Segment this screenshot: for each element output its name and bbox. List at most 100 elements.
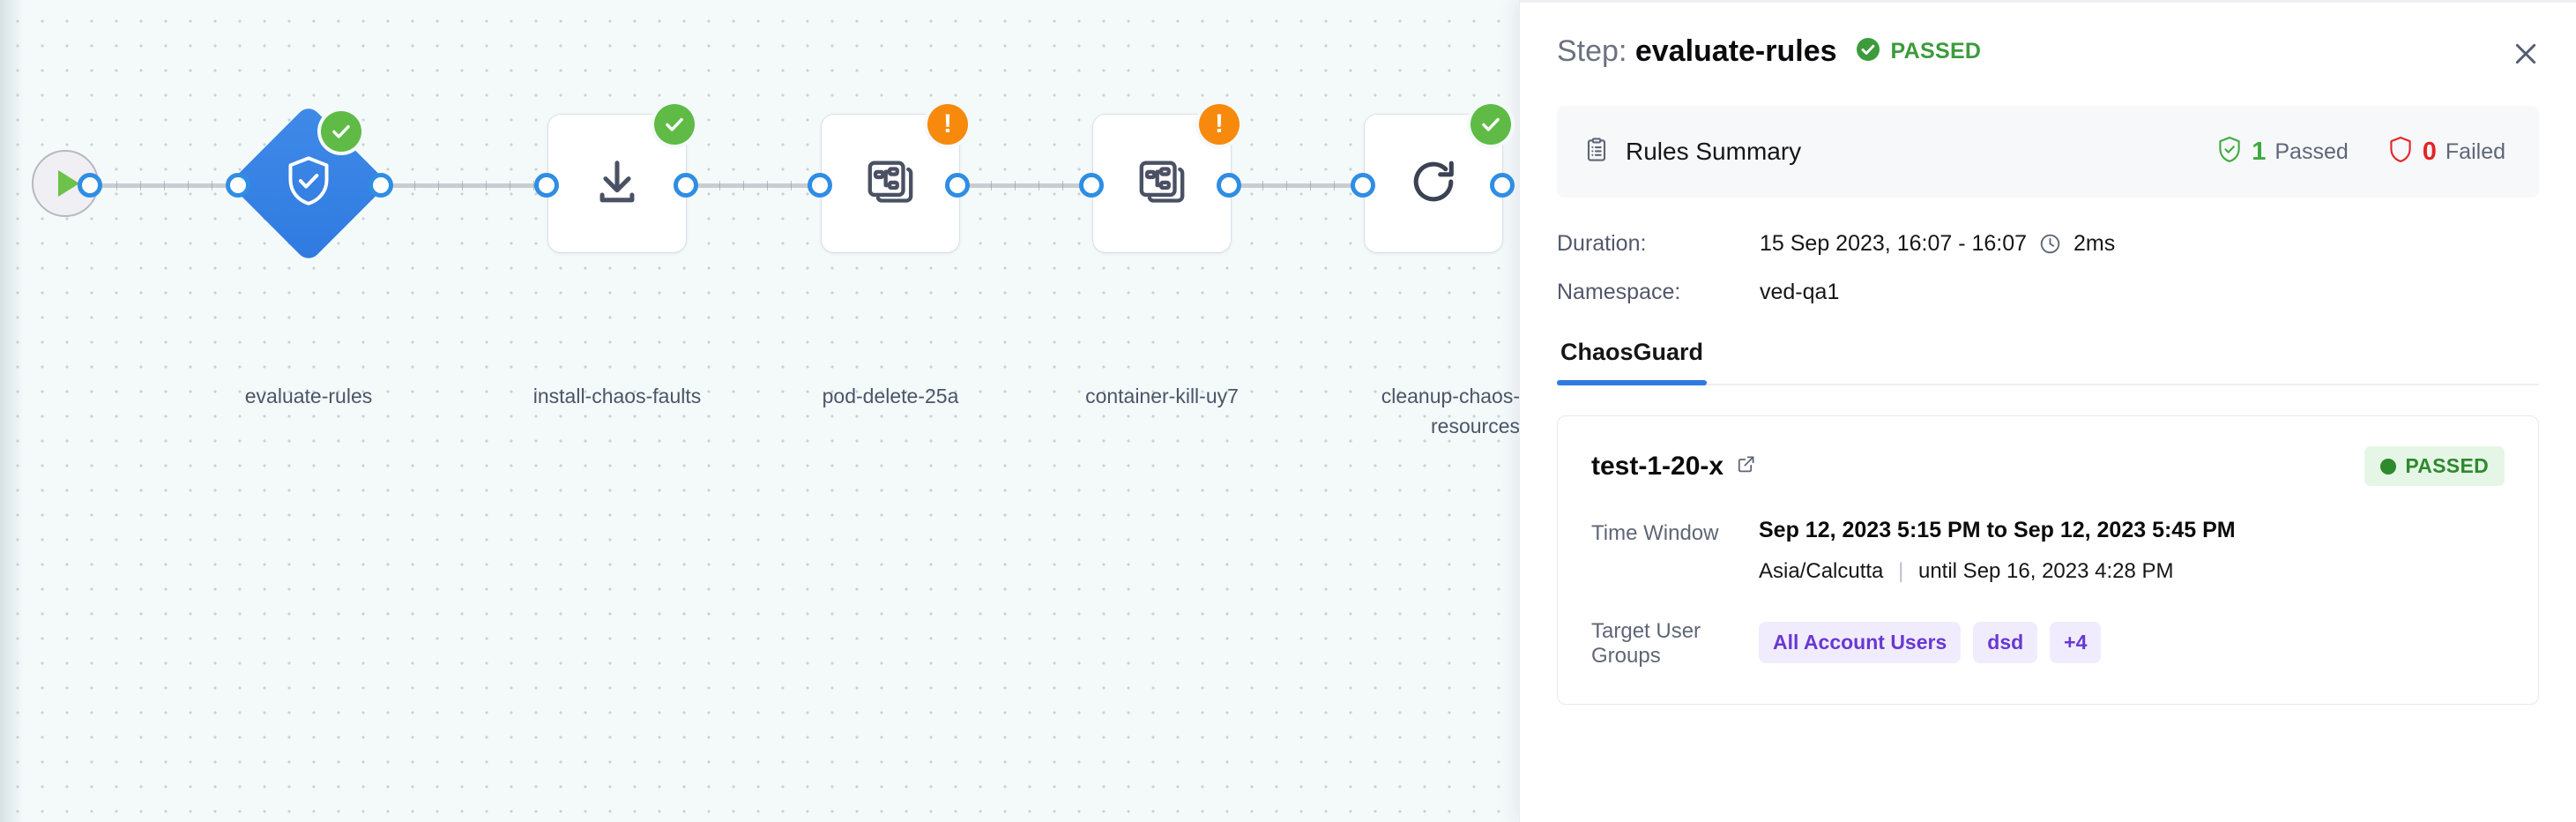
shield-check-icon [2216,136,2243,168]
tab-chaosguard[interactable]: ChaosGuard [1557,332,1708,385]
rules-summary-counts: 1 Passed 0 Failed [2216,136,2513,168]
meta-value: ved-qa1 [1760,280,1840,304]
connector-port[interactable] [1079,173,1104,198]
node-box: ! [822,104,968,252]
clock-icon [2039,233,2061,255]
chip-overflow[interactable]: +4 [2050,621,2102,663]
pipeline-node-install-chaos-faults[interactable]: install-chaos-faults [533,104,701,407]
rule-row-target-user-groups: Target User Groups All Account Users dsd… [1591,616,2505,669]
node-diamond-shape-wrap [228,103,389,264]
rule-status-text: PASSED [2405,454,2489,477]
connector-port[interactable] [1217,173,1241,198]
chip[interactable]: dsd [1973,621,2038,663]
rules-failed-group: 0 Failed [2387,136,2505,168]
meta-key: Namespace: [1557,280,1681,304]
clipboard-list-icon [1583,137,1610,168]
panel-header: Step: evaluate-rules PASSED [1557,0,2539,95]
rules-passed-count: 1 [2252,137,2267,166]
time-window-sub: Asia/Calcutta | until Sep 16, 2023 4:28 … [1759,559,2236,584]
connector-port[interactable] [808,173,832,198]
pipeline-node-pod-delete-25a[interactable]: ! pod-delete-25a [822,104,968,407]
connector-ticks [93,181,257,191]
duration-range-text: 15 Sep 2023, 16:07 - 16:07 [1760,231,2028,256]
connector-port[interactable] [1351,173,1375,198]
close-icon [2511,39,2541,73]
rule-name[interactable]: test-1-20-x [1591,452,1757,482]
shield-outline-icon [2387,136,2414,168]
connector-port[interactable] [369,173,393,198]
node-label: cleanup-chaos-resources [1381,385,1519,437]
connector-port[interactable] [78,173,102,198]
status-dot-icon [2380,458,2397,475]
meta-key: Duration: [1557,231,1647,256]
download-icon [592,156,643,212]
connector-ticks [696,181,838,191]
node-label: pod-delete-25a [822,385,959,407]
rule-key: Target User Groups [1591,619,1701,668]
time-window-value: Sep 12, 2023 5:15 PM to Sep 12, 2023 5:4… [1759,518,2236,542]
rules-passed-group: 1 Passed [2216,136,2349,168]
rules-passed-label: Passed [2274,138,2349,164]
connector-port[interactable] [226,173,250,198]
rules-summary-left: Rules Summary [1583,137,1801,168]
meta-row-namespace: Namespace: ved-qa1 [1557,280,2539,305]
pipeline-graph: evaluate-rules [0,0,1519,437]
status-badge-warning: ! [927,104,968,145]
status-badge-success [321,111,361,152]
chaos-fault-icon [1136,156,1187,212]
status-badge-success [1470,104,1511,145]
panel-top-divider [1520,0,2576,3]
node-label: container-kill-uy7 [1085,385,1239,407]
step-details-panel: Step: evaluate-rules PASSED [1519,0,2576,822]
sub-separator: | [1898,559,1904,583]
connector-port[interactable] [674,173,698,198]
connector-ticks [391,181,568,191]
pipeline-node-container-kill-uy7[interactable]: ! container-kill-uy7 [1085,104,1240,407]
status-badge: PASSED [1855,36,1982,67]
exclamation-glyph: ! [943,109,952,138]
step-word-label: Step: [1557,34,1627,68]
rule-value-block: Sep 12, 2023 5:15 PM to Sep 12, 2023 5:4… [1759,518,2236,584]
duration-value: 2ms [2073,231,2116,256]
node-label: evaluate-rules [244,385,373,407]
close-button[interactable] [2505,35,2546,76]
chaos-fault-icon [865,156,916,212]
connector-ticks [968,181,1111,191]
connector-ticks [1240,181,1386,191]
connector-port[interactable] [945,173,970,198]
connector-port[interactable] [534,173,559,198]
until-text: until Sep 16, 2023 4:28 PM [1917,559,2174,583]
rule-card: test-1-20-x PASSED Time Window [1557,415,2539,705]
rule-name-text: test-1-20-x [1591,451,1724,481]
exclamation-glyph: ! [1215,109,1224,138]
timezone-text: Asia/Calcutta [1759,559,1884,583]
refresh-icon [1408,156,1459,212]
rule-status-badge: PASSED [2364,446,2505,486]
node-box: ! [1093,104,1240,252]
connector-port[interactable] [1490,173,1515,198]
pipeline-node-evaluate-rules[interactable]: evaluate-rules [228,103,389,407]
node-box [548,104,695,252]
external-link-icon[interactable] [1736,452,1757,482]
rules-failed-count: 0 [2422,137,2437,166]
chip[interactable]: All Account Users [1759,621,1962,663]
meta-row-duration: Duration: 15 Sep 2023, 16:07 - 16:07 2ms [1557,231,2539,257]
status-badge-warning: ! [1199,104,1240,145]
shield-check-icon [284,154,333,213]
node-box [1365,104,1511,252]
check-circle-icon [1855,36,1881,67]
play-icon [58,170,79,197]
panel-tabs: ChaosGuard [1557,332,2539,385]
node-label: install-chaos-faults [532,385,702,407]
pipeline-node-cleanup-chaos-resources[interactable]: cleanup-chaos-resources [1365,104,1519,437]
step-meta-list: Duration: 15 Sep 2023, 16:07 - 16:07 2ms… [1557,231,2539,305]
step-name-label: evaluate-rules [1634,34,1837,68]
rule-row-time-window: Time Window Sep 12, 2023 5:15 PM to Sep … [1591,518,2505,584]
pipeline-canvas[interactable]: evaluate-rules [0,0,1519,822]
target-user-group-chips: All Account Users dsd +4 [1759,616,2102,669]
rule-card-header: test-1-20-x PASSED [1591,446,2505,486]
status-badge-success [654,104,695,145]
rules-summary-title: Rules Summary [1626,138,1802,165]
rules-summary-strip: Rules Summary 1 Passed [1557,106,2539,198]
